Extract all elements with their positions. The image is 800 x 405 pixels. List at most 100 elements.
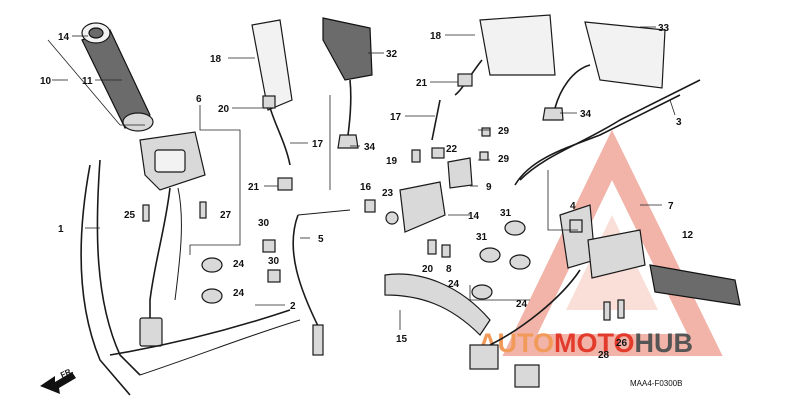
nut-22 xyxy=(277,177,293,191)
center-parts xyxy=(292,79,701,356)
callout-23: 23 xyxy=(382,188,394,199)
lever-15 xyxy=(384,273,491,336)
callout-29-top: 29 xyxy=(498,126,510,137)
switch-wire-2 xyxy=(174,187,182,301)
callout-33: 33 xyxy=(658,23,670,34)
mirror-32-glass xyxy=(322,17,373,81)
cable-5 xyxy=(292,214,321,331)
stay-17 xyxy=(431,99,441,141)
master-cylinder-14 xyxy=(399,181,446,233)
watermark-text: AUTOMOTOHUB xyxy=(478,328,693,358)
switch-connector xyxy=(139,317,163,347)
callout-16: 16 xyxy=(360,182,372,193)
callout-labels: 14 10 11 6 18 20 17 21 32 34 18 21 17 34… xyxy=(40,23,694,361)
cable-1b xyxy=(96,159,141,376)
callout-31-top: 31 xyxy=(500,208,512,219)
screw-26 xyxy=(617,299,625,319)
callout-28: 28 xyxy=(598,350,610,361)
mirror-left-stem xyxy=(267,99,291,166)
callout-24-upper: 24 xyxy=(233,259,245,270)
callout-20: 20 xyxy=(422,264,434,275)
grip-end-center xyxy=(88,27,104,39)
switch-face xyxy=(154,149,186,173)
switch-20 xyxy=(427,239,437,255)
mirror-32-stem xyxy=(347,79,352,136)
clip-30b xyxy=(267,269,281,283)
mirror-left-glass xyxy=(251,19,293,111)
callout-17-left: 17 xyxy=(312,139,324,150)
watermark-hub: HUB xyxy=(635,328,694,358)
mirror-32-base xyxy=(337,134,359,149)
cable-3 xyxy=(514,94,681,186)
mirror-right-18 xyxy=(454,14,556,96)
front-marker: FR. xyxy=(40,366,76,394)
callout-34-left: 34 xyxy=(364,142,376,153)
mirror-left-nut xyxy=(262,95,276,109)
callout-27: 27 xyxy=(220,210,232,221)
band-24c xyxy=(471,284,493,300)
callout-6: 6 xyxy=(196,94,202,105)
clamp-9 xyxy=(447,157,473,189)
callout-8: 8 xyxy=(446,264,452,275)
callout-26: 26 xyxy=(616,338,628,349)
nut-22b xyxy=(431,147,445,159)
fasteners xyxy=(142,127,625,321)
callout-22-right: 22 xyxy=(446,144,458,155)
callout-10: 10 xyxy=(40,76,52,87)
right-switch-wire xyxy=(489,269,581,346)
screw-25 xyxy=(142,204,150,222)
right-connector-1 xyxy=(469,344,499,370)
cable-2 xyxy=(109,309,291,356)
washer-23 xyxy=(385,211,399,225)
bolt-29b xyxy=(479,151,489,161)
bolt-16 xyxy=(364,199,376,213)
band-24b xyxy=(201,288,223,304)
band-31b xyxy=(504,220,526,236)
mirror-33-base xyxy=(542,107,564,121)
mirror-32 xyxy=(322,17,373,149)
throttle-housing xyxy=(587,229,646,279)
switch-wire xyxy=(149,187,171,330)
left-switch-assembly xyxy=(139,131,206,347)
mirror-33-stem xyxy=(554,64,591,109)
callout-32: 32 xyxy=(386,49,398,60)
callout-30-top: 30 xyxy=(258,218,270,229)
throttle-cables xyxy=(80,159,301,396)
right-grip-12 xyxy=(649,264,741,306)
callout-34-right: 34 xyxy=(580,109,592,120)
callout-15: 15 xyxy=(396,334,408,345)
callout-24-center: 24 xyxy=(448,279,460,290)
callout-24-lower: 24 xyxy=(233,288,245,299)
cable-5-end xyxy=(312,324,324,356)
callout-11: 11 xyxy=(82,76,93,87)
callout-22-left: 21 xyxy=(248,182,260,193)
callout-14: 14 xyxy=(468,211,480,222)
callout-4: 4 xyxy=(570,201,576,212)
cable-1 xyxy=(80,164,131,396)
band-24d xyxy=(509,254,531,270)
screw-27 xyxy=(199,201,207,219)
band-31a xyxy=(479,247,501,263)
callout-18-left: 18 xyxy=(210,54,222,65)
callout-24-right: 24 xyxy=(516,299,528,310)
callout-17-right: 17 xyxy=(390,112,402,123)
leader-lines xyxy=(47,26,676,330)
callout-3: 3 xyxy=(676,117,682,128)
watermark-moto: MOTO xyxy=(554,328,635,358)
mirror-33-glass xyxy=(584,21,666,89)
diagram-code: MAA4-F0300B xyxy=(630,379,682,388)
pin-8 xyxy=(441,244,451,258)
callout-9: 9 xyxy=(486,182,492,193)
callout-30-bottom: 30 xyxy=(268,256,280,267)
right-connector-2 xyxy=(514,364,540,388)
clip-30a xyxy=(262,239,276,253)
left-grip-assembly xyxy=(81,22,154,132)
grip-collar xyxy=(122,112,154,132)
screw-19 xyxy=(411,149,421,163)
callout-19: 19 xyxy=(386,156,398,167)
callout-1: 1 xyxy=(58,224,64,235)
cable-2b xyxy=(139,319,301,376)
callout-29-bottom: 29 xyxy=(498,154,510,165)
